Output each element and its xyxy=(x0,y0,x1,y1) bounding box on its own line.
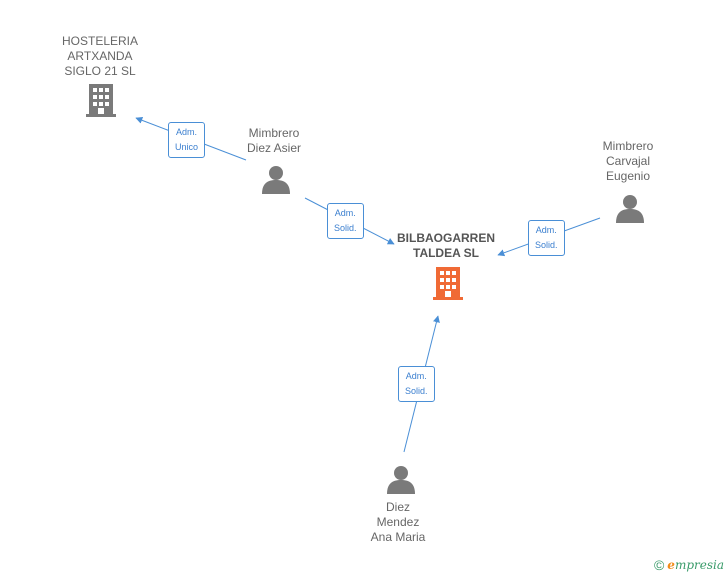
person-icon-diez-mendez[interactable] xyxy=(387,466,415,494)
footer-brand: © empresia xyxy=(654,557,724,573)
node-label-bilbaogarren[interactable]: BILBAOGARREN TALDEA SL xyxy=(397,231,495,260)
node-label-mimbrero-diez[interactable]: Mimbrero Diez Asier xyxy=(246,126,302,155)
edge-label-adm-solid-2: Adm. Solid. xyxy=(528,220,565,256)
copyright-icon: © xyxy=(653,557,665,573)
edge-label-adm-solid-3: Adm. Solid. xyxy=(398,366,435,402)
node-label-hosteleria[interactable]: HOSTELERIA ARTXANDA SIGLO 21 SL xyxy=(61,34,139,78)
brand-logo[interactable]: empresia xyxy=(667,558,724,572)
edge-label-adm-unico: Adm. Unico xyxy=(168,122,206,158)
building-icon[interactable] xyxy=(86,84,116,117)
node-label-mimbrero-carvajal[interactable]: Mimbrero Carvajal Eugenio xyxy=(602,139,654,183)
edge-label-adm-solid-1: Adm. Solid. xyxy=(327,203,364,239)
person-icon-mimbrero-diez[interactable] xyxy=(262,166,290,194)
node-label-diez-mendez[interactable]: Diez Mendez Ana Maria xyxy=(370,500,426,544)
person-icon-mimbrero-carvajal[interactable] xyxy=(616,195,644,223)
building-icon-main[interactable] xyxy=(433,267,463,300)
